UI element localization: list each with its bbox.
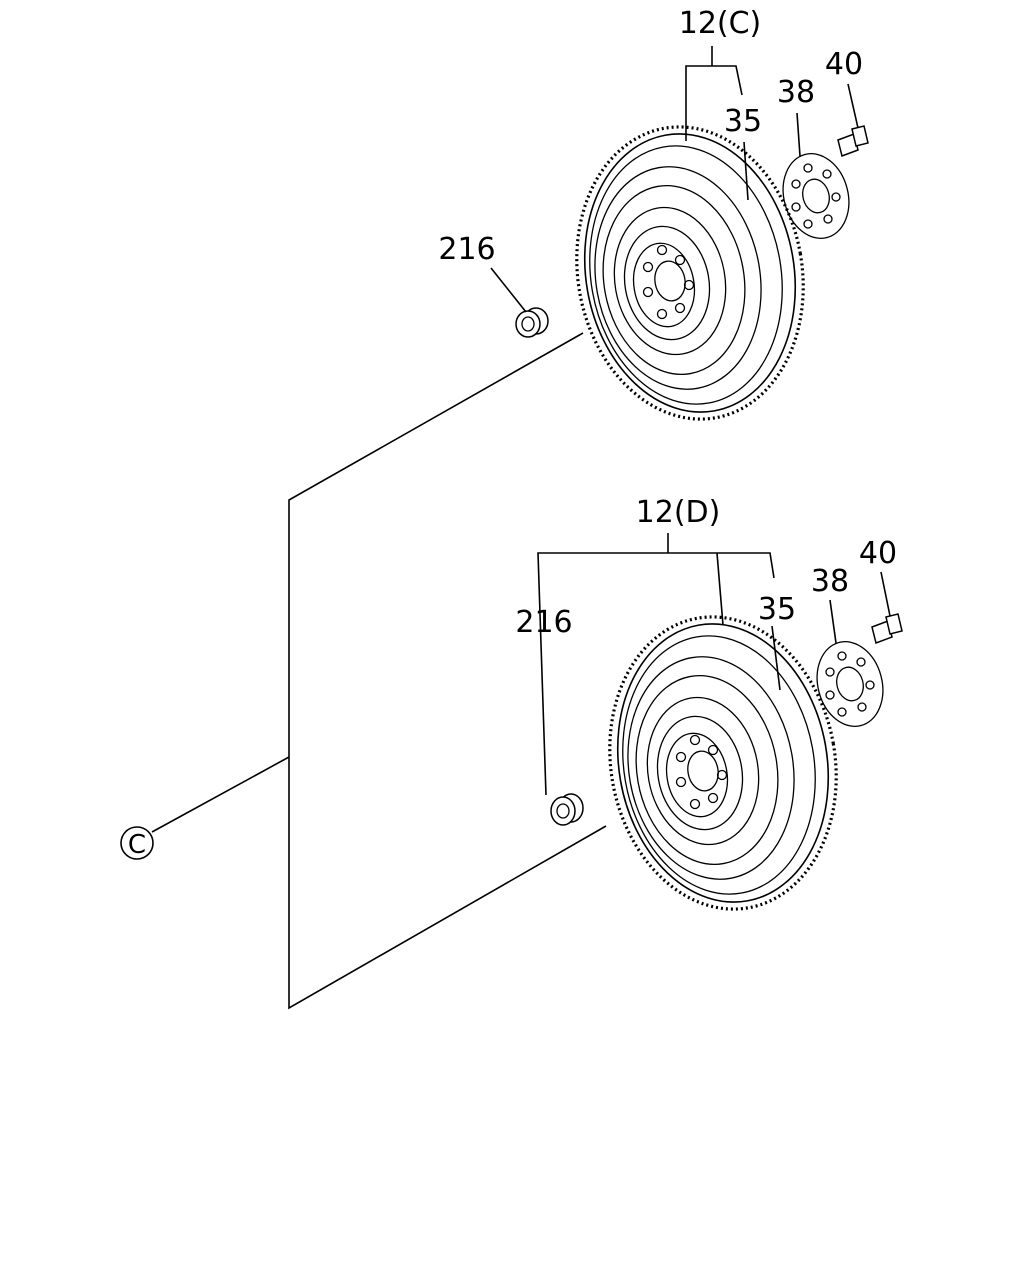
lower-pilot-bearing [550, 793, 584, 826]
upper-flywheel-bolt-holes [642, 244, 695, 320]
upper-bearing-label: 216 [438, 232, 495, 267]
reference-bracket [151, 332, 607, 1010]
lower-flywheel-bolt-holes [675, 734, 728, 810]
upper-group-label: 12(C) [679, 6, 762, 41]
lower-leaders [537, 533, 891, 796]
upper-bolt-label: 40 [825, 47, 863, 82]
reference-marker-c: C [120, 826, 154, 860]
lower-group-label: 12(D) [636, 495, 721, 530]
lower-plate [816, 640, 884, 728]
upper-pilot-bearing [515, 307, 549, 338]
lower-bolt [871, 613, 903, 644]
upper-bolt [837, 125, 869, 157]
upper-leaders [490, 46, 859, 313]
lower-plate-label: 38 [811, 564, 849, 599]
lower-ring-gear-label: 35 [758, 592, 796, 627]
reference-marker-label: C [128, 830, 146, 860]
lower-flywheel [608, 615, 838, 911]
upper-flywheel [575, 125, 805, 421]
upper-ring-gear-label: 35 [724, 104, 762, 139]
upper-plate-label: 38 [777, 75, 815, 110]
upper-plate [782, 152, 850, 240]
lower-bolt-label: 40 [859, 536, 897, 571]
lower-bearing-label: 216 [515, 605, 572, 640]
